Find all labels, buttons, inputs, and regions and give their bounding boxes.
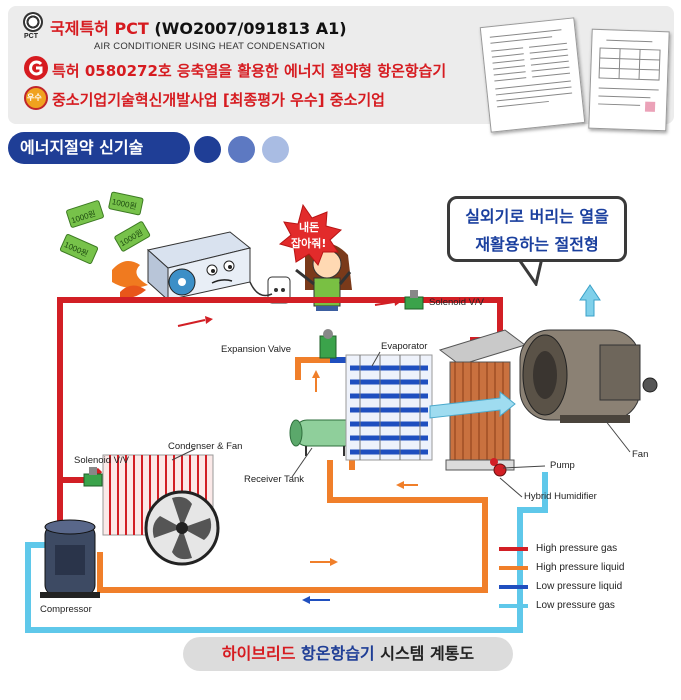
outdoor-unit-icon	[146, 231, 252, 302]
pct-logo-icon	[23, 12, 43, 32]
excellence-badge-text: 우수	[27, 93, 42, 102]
patent-document-thumbnail	[479, 17, 586, 133]
sme-award-line: 중소기업기술혁신개발사업 [최종평가 우수] 중소기업	[52, 91, 385, 109]
compressor-icon	[40, 519, 100, 598]
expansion-valve-icon	[319, 329, 337, 359]
flow-arrow-icon	[177, 298, 418, 604]
solenoid-valve-left-icon	[83, 467, 103, 487]
pipe-high-pressure-liquid-3	[295, 357, 330, 380]
title-part-product: 항온항습기	[301, 644, 375, 663]
legend-high-pressure-liquid: High pressure liquid	[536, 562, 625, 573]
title-part-rest: 시스템 계통도	[374, 644, 475, 663]
system-diagram-title: 하이브리드 항온항습기 시스템 계통도	[183, 637, 513, 671]
label-solenoid-top: Solenoid V/V	[429, 297, 484, 308]
legend-low-pressure-gas: Low pressure gas	[536, 600, 615, 611]
flame-icon	[112, 261, 148, 299]
pipe-high-pressure-liquid	[97, 460, 488, 593]
evaporator-coil-icon	[345, 354, 433, 461]
tag-dot-2	[228, 136, 255, 163]
label-hybrid-humidifier: Hybrid Humidifier	[524, 491, 597, 502]
label-evaporator: Evaporator	[381, 341, 428, 352]
label-pump: Pump	[550, 460, 575, 471]
patent-pct-line: 국제특허 PCT (WO2007/091813 A1)	[50, 15, 347, 39]
certificate-document-thumbnail	[588, 28, 670, 132]
shout-line-2: 잡아줘!	[291, 236, 326, 250]
label-compressor: Compressor	[40, 604, 92, 615]
money-bill-icon	[59, 191, 151, 264]
patent-domestic-line: 특허 0580272호 응축열을 활용한 에너지 절약형 항온항습기	[52, 62, 447, 80]
tag-dot-1	[194, 136, 221, 163]
shout-line-1: 내돈	[299, 220, 319, 234]
label-fan: Fan	[632, 449, 649, 460]
pct-logo-text: PCT	[24, 33, 38, 40]
legend-high-pressure-gas: High pressure gas	[536, 543, 618, 554]
label-expansion-valve: Expansion Valve	[221, 344, 292, 355]
patent-pct-prefix: 국제특허 PCT	[50, 19, 149, 38]
solenoid-valve-top-icon	[404, 290, 424, 310]
power-outlet-icon	[249, 276, 291, 304]
speech-line-2: 재활용하는 절전형	[475, 235, 599, 254]
shout-starburst	[278, 203, 343, 266]
label-receiver-tank: Receiver Tank	[244, 474, 305, 485]
condenser-fan-icon	[144, 490, 220, 566]
excellence-badge-icon: 우수	[24, 86, 48, 110]
air-flow-arrow-icon	[429, 390, 516, 419]
outlet-arrow-icon	[579, 284, 601, 317]
patent-pct-number: (WO2007/091813 A1)	[148, 19, 347, 38]
legend-low-pressure-liquid: Low pressure liquid	[536, 581, 623, 592]
title-part-hybrid: 하이브리드	[221, 644, 302, 663]
tag-dot-3	[262, 136, 289, 163]
blower-fan-icon	[519, 329, 658, 423]
pump-icon	[493, 463, 507, 477]
patent-pct-subtitle: AIR CONDITIONER USING HEAT CONDENSATION	[94, 41, 326, 52]
label-condenser: Condenser & Fan	[168, 441, 243, 452]
pipe-low-pressure-gas	[25, 472, 548, 633]
speech-bubble: 실외기로 버리는 열을 재활용하는 절전형	[447, 196, 627, 262]
energy-saving-tag: 에너지절약 신기술	[8, 132, 190, 164]
patent-g-icon	[24, 56, 48, 80]
label-solenoid-left: Solenoid V/V	[74, 455, 129, 466]
speech-line-1: 실외기로 버리는 열을	[465, 207, 609, 226]
leader-lines	[171, 351, 631, 498]
